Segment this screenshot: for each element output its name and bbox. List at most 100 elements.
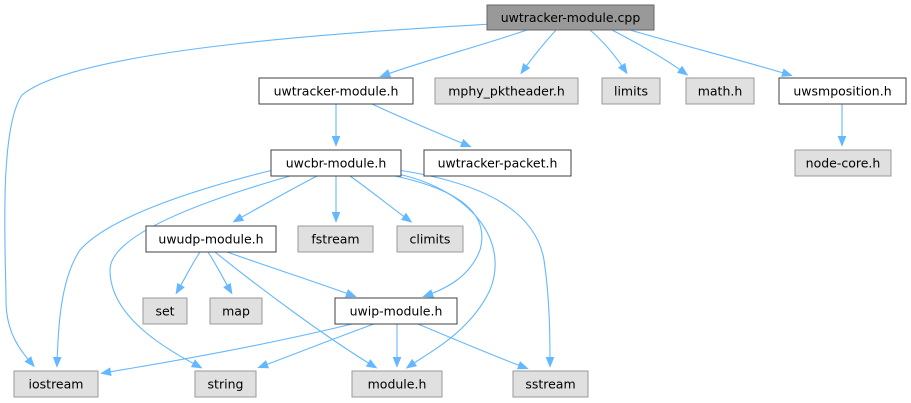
- node-label: map: [222, 304, 250, 319]
- node-string: string: [194, 370, 257, 398]
- node-fstream: fstream: [297, 225, 374, 253]
- node-label: fstream: [311, 232, 359, 247]
- node-iostream: iostream: [13, 370, 99, 398]
- node-label: limits: [614, 84, 648, 99]
- edge-line: [394, 175, 483, 297]
- arrowhead-icon: [516, 361, 529, 370]
- arrowhead-icon: [223, 282, 233, 295]
- arrowhead-icon: [257, 360, 270, 369]
- node-set: set: [142, 297, 188, 325]
- node-uwcbr-module-h[interactable]: uwcbr-module.h: [270, 149, 402, 177]
- arrowhead-icon: [405, 358, 418, 369]
- edge-uwip-module-h-to-module-h: [392, 324, 402, 368]
- edge-uwsmposition-h-to-node-core-h: [837, 103, 847, 147]
- arrowhead-icon: [392, 357, 402, 368]
- node-label: iostream: [29, 377, 84, 392]
- arrowhead-icon: [400, 212, 413, 223]
- arrowhead-icon: [545, 357, 555, 368]
- edges-layer: [4, 23, 847, 376]
- node-mphy-pktheader-h: mphy_pktheader.h: [434, 77, 579, 105]
- edge-line: [371, 103, 470, 147]
- edge-line: [226, 251, 355, 297]
- node-module-h: module.h: [351, 370, 443, 398]
- edge-uwcbr-module-h-to-string: [109, 175, 291, 369]
- node-box: [601, 77, 661, 105]
- edge-uwip-module-h-to-sstream: [417, 323, 529, 370]
- edge-line: [381, 29, 528, 77]
- arrowhead-icon: [676, 65, 689, 76]
- node-box: [512, 370, 589, 398]
- node-box: [434, 77, 579, 105]
- arrowhead-icon: [190, 359, 203, 369]
- edge-uwtracker-module-cpp-to-limits: [589, 29, 628, 75]
- arrowhead-icon: [331, 136, 341, 147]
- edge-uwudp-module-h-to-uwip-module-h: [226, 251, 357, 298]
- edge-line: [629, 29, 791, 76]
- node-box: [270, 149, 402, 177]
- node-label: math.h: [698, 84, 743, 99]
- node-uwsmposition-h[interactable]: uwsmposition.h: [778, 77, 907, 105]
- edge-uwcbr-module-h-to-sstream: [397, 169, 555, 368]
- node-label: sstream: [525, 377, 575, 392]
- node-label: uwtracker-module.cpp: [501, 10, 641, 25]
- node-label: climits: [410, 232, 451, 247]
- edge-line: [109, 175, 291, 368]
- node-climits: climits: [396, 225, 464, 253]
- arrowhead-icon: [175, 282, 185, 295]
- edge-line: [397, 169, 551, 366]
- node-box: [685, 77, 755, 105]
- arrowhead-icon: [100, 367, 112, 376]
- node-box: [209, 297, 263, 325]
- arrowhead-icon: [459, 138, 472, 148]
- node-uwudp-module-h[interactable]: uwudp-module.h: [145, 225, 277, 253]
- edge-uwtracker-module-h-to-uwtracker-packet-h: [371, 103, 472, 148]
- edge-uwcbr-module-h-to-uwudp-module-h: [232, 175, 318, 223]
- edge-line: [521, 29, 557, 73]
- edge-line: [234, 175, 318, 222]
- node-map: map: [209, 297, 263, 325]
- node-box: [423, 149, 572, 177]
- node-box: [13, 370, 99, 398]
- node-box: [145, 225, 277, 253]
- arrowhead-icon: [331, 212, 341, 223]
- node-uwtracker-module-h[interactable]: uwtracker-module.h: [258, 77, 414, 105]
- edge-uwtracker-module-cpp-to-iostream: [4, 23, 493, 368]
- node-box: [258, 77, 414, 105]
- node-label: uwcbr-module.h: [286, 156, 387, 171]
- node-box: [297, 225, 374, 253]
- edge-uwtracker-module-cpp-to-uwtracker-module-h: [379, 29, 528, 78]
- edge-uwcbr-module-h-to-climits: [349, 175, 413, 223]
- node-limits: limits: [601, 77, 661, 105]
- edge-line: [589, 29, 627, 73]
- edge-line: [349, 175, 411, 222]
- node-box: [194, 370, 257, 398]
- node-box: [486, 4, 655, 31]
- edge-uwip-module-h-to-string: [257, 323, 375, 369]
- arrowhead-icon: [422, 289, 434, 298]
- arrowhead-icon: [379, 69, 392, 78]
- arrowhead-icon: [232, 213, 245, 223]
- node-label: mphy_pktheader.h: [448, 84, 565, 99]
- arrowhead-icon: [837, 136, 847, 147]
- arrowhead-icon: [52, 356, 62, 368]
- edge-uwtracker-module-cpp-to-uwsmposition-h: [629, 29, 793, 77]
- edge-line: [259, 323, 375, 368]
- node-label: set: [155, 304, 174, 319]
- node-box: [351, 370, 443, 398]
- node-label: module.h: [368, 377, 427, 392]
- node-uwtracker-packet-h[interactable]: uwtracker-packet.h: [423, 149, 572, 177]
- edge-line: [214, 251, 376, 368]
- node-uwtracker-module-cpp[interactable]: uwtracker-module.cpp: [486, 4, 655, 31]
- nodes-layer: uwtracker-module.cpp uwtracker-module.h mp…: [13, 4, 907, 398]
- edge-line: [4, 23, 493, 366]
- edge-uwtracker-module-cpp-to-mphy-pktheader-h: [520, 29, 557, 75]
- node-uwip-module-h[interactable]: uwip-module.h: [334, 297, 458, 325]
- edge-uwudp-module-h-to-map: [207, 251, 233, 295]
- edge-uwcbr-module-h-to-iostream: [52, 169, 274, 368]
- edge-line: [102, 323, 353, 374]
- node-label: uwip-module.h: [350, 304, 443, 319]
- edge-line: [56, 169, 274, 366]
- edge-uwudp-module-h-to-module-h: [214, 251, 378, 369]
- arrowhead-icon: [344, 289, 357, 298]
